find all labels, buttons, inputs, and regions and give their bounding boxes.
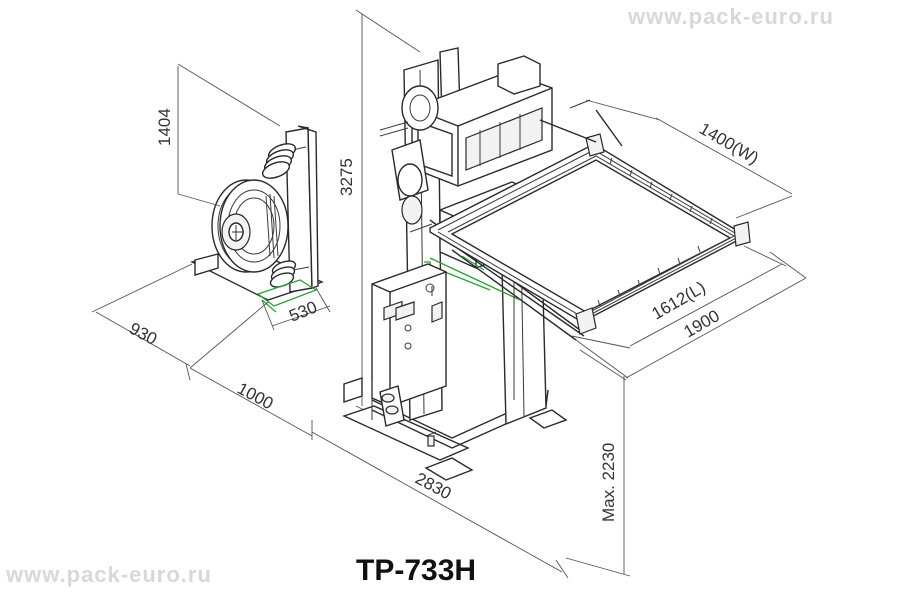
label-3275: 3275: [337, 158, 356, 196]
watermark-top: www.pack-euro.ru: [627, 4, 834, 29]
top-spring: [261, 143, 297, 179]
main-machine: [342, 47, 585, 481]
dim-reel-height: 1404: [155, 63, 281, 207]
strapping-frame: [429, 99, 751, 335]
label-max-2230: Max. 2230: [599, 443, 618, 522]
watermark-bottom: www.pack-euro.ru: [5, 562, 212, 587]
control-cabinet: [371, 263, 447, 407]
strap-reel: [211, 179, 289, 273]
label-530: 530: [286, 297, 319, 325]
reel-dispenser: [190, 125, 324, 313]
dim-max-height: Max. 2230: [565, 339, 631, 577]
label-930: 930: [126, 319, 160, 349]
pneumatic-unit: [371, 380, 405, 427]
bottom-spring: [256, 260, 318, 313]
label-1404: 1404: [155, 108, 174, 146]
dim-reel-depth: 930: [91, 263, 193, 381]
label-1400w: 1400(W): [696, 119, 762, 168]
label-1000: 1000: [234, 379, 276, 414]
model-title: TP-733H: [356, 554, 476, 587]
dim-machine-height: 3275: [337, 9, 421, 415]
